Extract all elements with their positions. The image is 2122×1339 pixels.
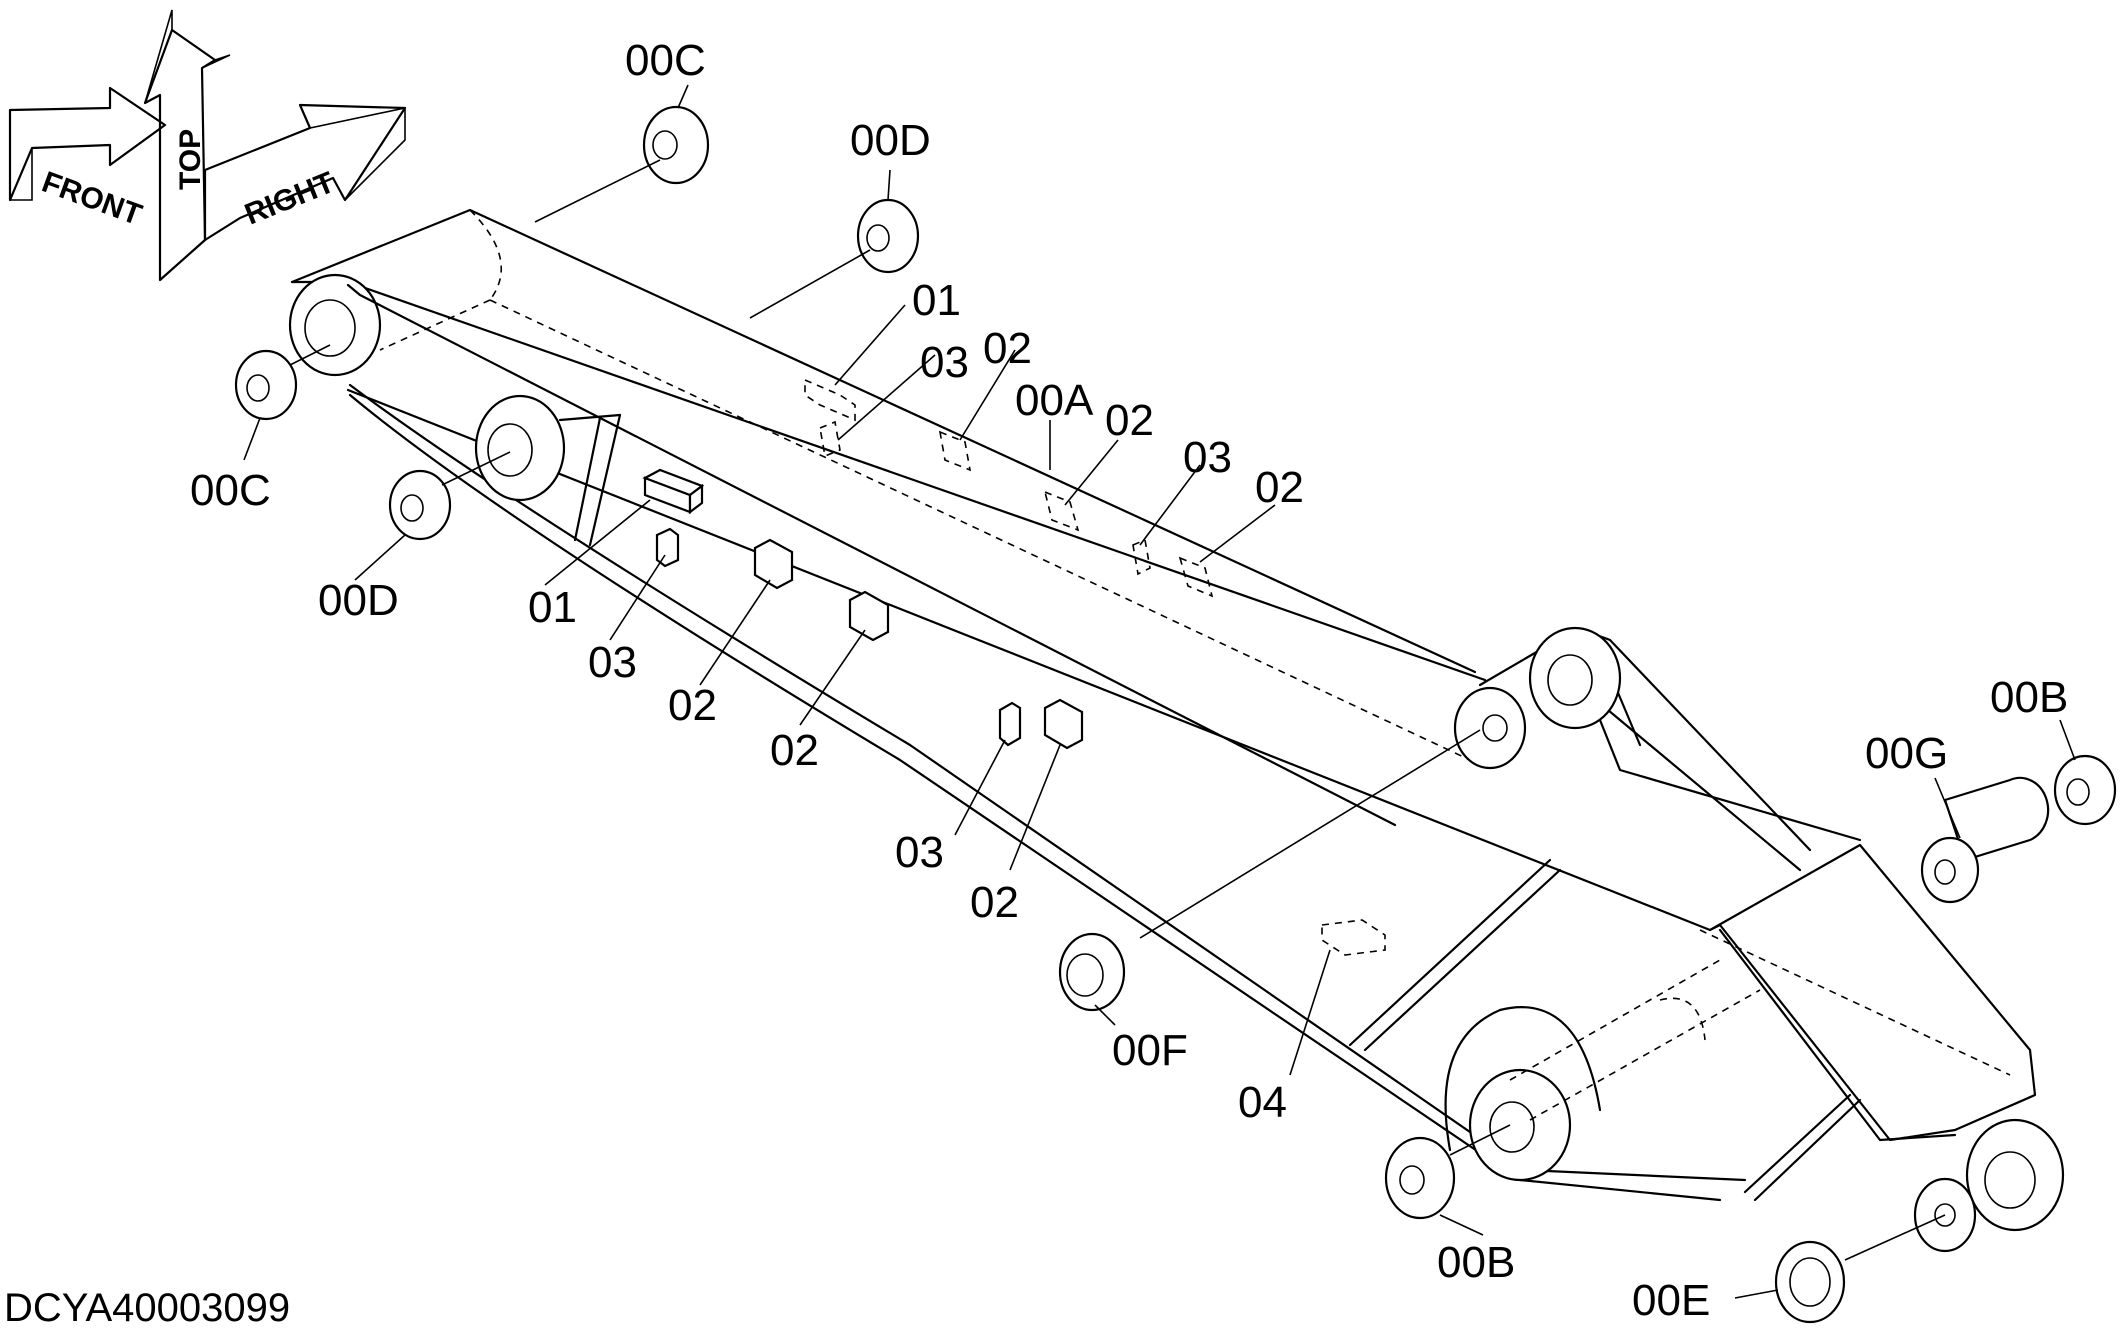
label-00g: 00G bbox=[1865, 729, 1948, 778]
block-03-a bbox=[655, 527, 680, 568]
bushing-00c-left bbox=[234, 344, 331, 421]
orientation-indicator: FRONT TOP RIGHT bbox=[8, 9, 407, 282]
block-03-b bbox=[998, 701, 1022, 747]
block-01 bbox=[642, 468, 705, 515]
block-02-a bbox=[753, 538, 794, 590]
label-00a: 00A bbox=[1015, 376, 1094, 425]
label-00b-bottom: 00B bbox=[1437, 1238, 1515, 1287]
parts bbox=[234, 84, 2117, 1324]
label-01-top: 01 bbox=[912, 276, 961, 325]
bushing-00d-top bbox=[749, 198, 920, 319]
bushing-00e bbox=[1774, 1214, 1946, 1324]
top-label: TOP bbox=[174, 129, 207, 190]
bushing-00d-left bbox=[388, 451, 511, 541]
label-04: 04 bbox=[1238, 1078, 1287, 1127]
label-03-top-b: 03 bbox=[1183, 433, 1232, 482]
label-00c-top: 00C bbox=[625, 36, 706, 85]
label-00f: 00F bbox=[1112, 1026, 1188, 1075]
block-02-b bbox=[848, 590, 890, 642]
boom-body bbox=[288, 208, 2065, 1253]
label-02-left-b: 02 bbox=[770, 726, 819, 775]
part-labels: 00C 00D 00C 00D 00A 00B 00G 00F 00B 00E … bbox=[190, 36, 2068, 1325]
label-03-left-a: 03 bbox=[588, 638, 637, 687]
bushing-00b-right bbox=[2053, 754, 2117, 826]
drawing-number: DCYA40003099 bbox=[4, 1286, 291, 1330]
hidden-blocks bbox=[804, 378, 1386, 956]
pin-00g bbox=[1920, 776, 2050, 904]
label-02-top-a: 02 bbox=[983, 324, 1032, 373]
label-02-left-a: 02 bbox=[668, 681, 717, 730]
label-02-top-b: 02 bbox=[1105, 396, 1154, 445]
right-label: RIGHT bbox=[240, 166, 339, 232]
label-00d-left: 00D bbox=[318, 576, 399, 625]
label-02-left-c: 02 bbox=[970, 878, 1019, 927]
label-03-left-b: 03 bbox=[895, 828, 944, 877]
block-02-c bbox=[1043, 698, 1084, 750]
label-02-top-c: 02 bbox=[1255, 463, 1304, 512]
label-00e: 00E bbox=[1632, 1276, 1710, 1325]
bushing-00b-bottom bbox=[1384, 1124, 1511, 1220]
bushing-00f bbox=[1058, 729, 1481, 1012]
label-03-top-a: 03 bbox=[920, 338, 969, 387]
label-00c-left: 00C bbox=[190, 466, 271, 515]
label-00b-right: 00B bbox=[1990, 673, 2068, 722]
label-00d-top: 00D bbox=[850, 116, 931, 165]
bushing-00c-top bbox=[534, 105, 710, 223]
front-label: FRONT bbox=[38, 166, 146, 232]
label-01-left: 01 bbox=[528, 583, 577, 632]
